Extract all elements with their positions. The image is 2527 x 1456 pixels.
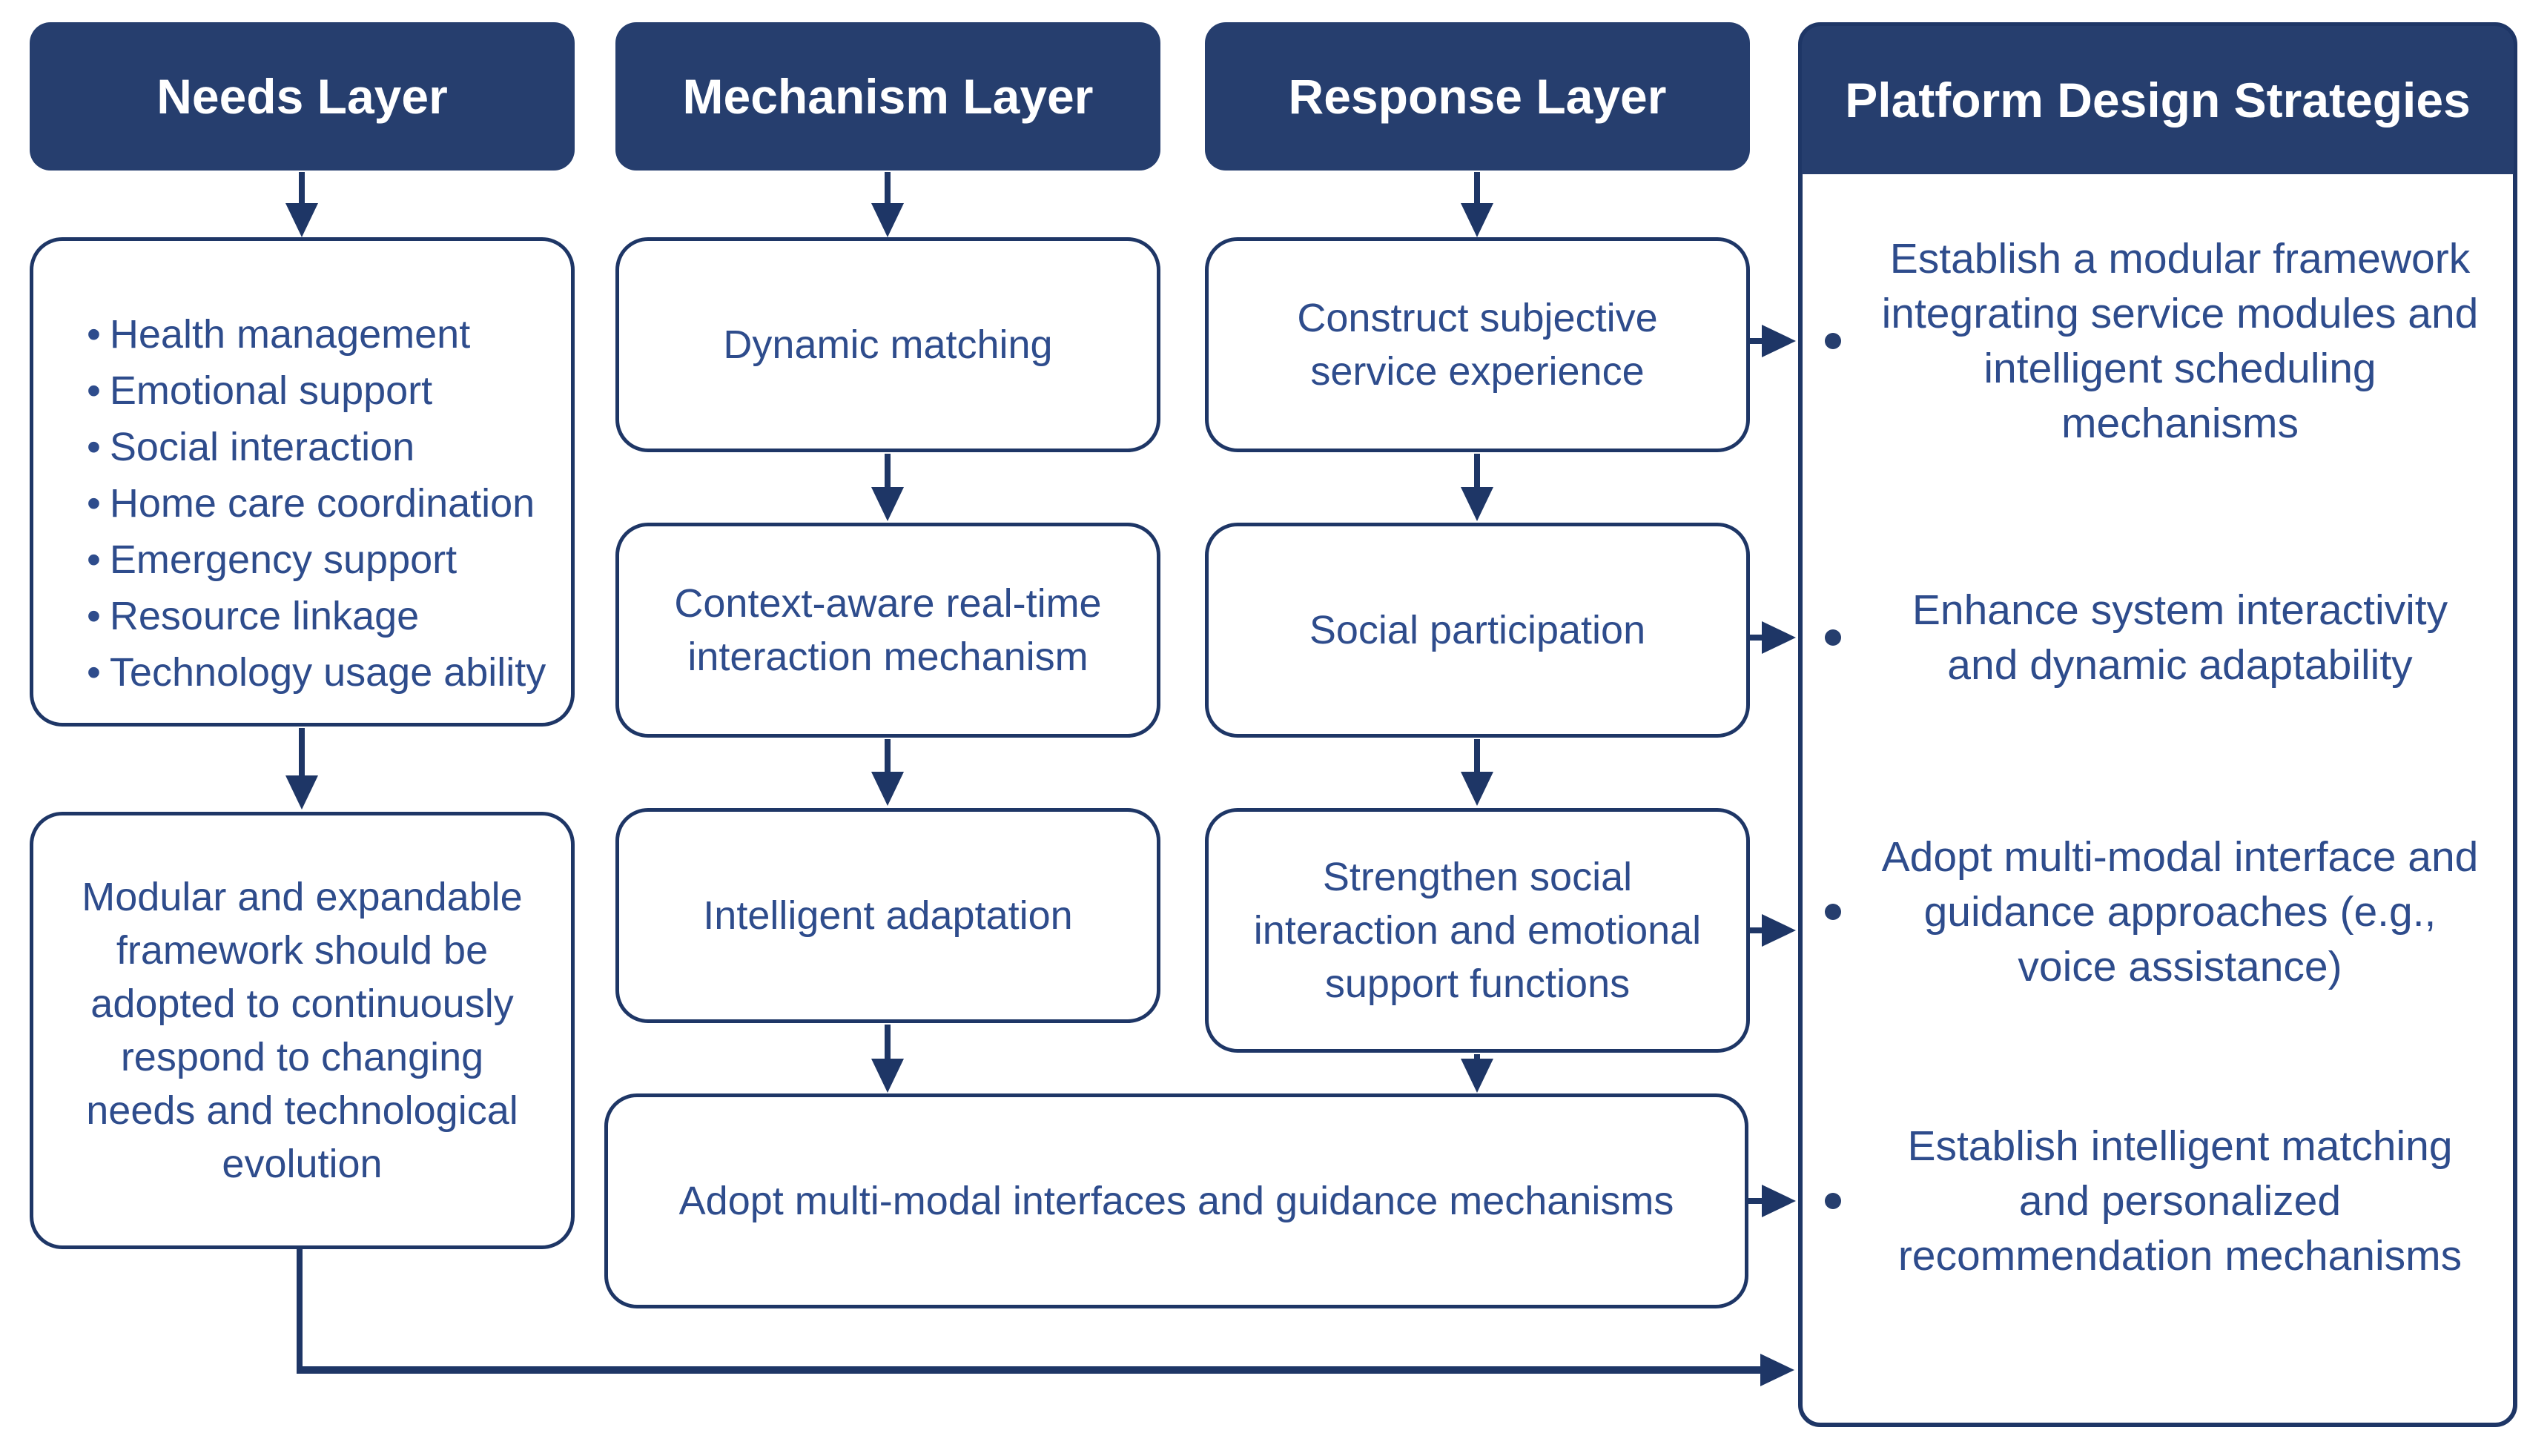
mechanism-box-context-aware: Context-aware real-time interaction mech…	[615, 523, 1160, 738]
right-arrow	[1748, 635, 1766, 641]
strategy-multi-modal-interface: Adopt multi-modal interface and guidance…	[1881, 833, 2479, 990]
needs-item-label: Home care coordination	[109, 481, 535, 526]
down-arrow	[885, 1025, 891, 1060]
list-item: •Social interaction	[87, 419, 549, 475]
bullet-icon: •	[87, 425, 101, 469]
header-needs-layer: Needs Layer	[30, 22, 575, 171]
down-arrow-head-icon	[1461, 772, 1493, 806]
strategy-modular-framework: Establish a modular framework integratin…	[1881, 235, 2479, 447]
down-arrow-head-icon	[285, 203, 318, 237]
down-arrow	[299, 172, 305, 205]
elbow-connector	[297, 1366, 1762, 1374]
down-arrow-head-icon	[871, 1059, 904, 1093]
down-arrow	[885, 739, 891, 773]
down-arrow-head-icon	[1461, 487, 1493, 521]
needs-item-label: Resource linkage	[109, 594, 420, 638]
down-arrow-head-icon	[285, 775, 318, 810]
needs-item-label: Social interaction	[109, 425, 415, 469]
bullet-icon: •	[87, 312, 101, 357]
needs-item-label: Emergency support	[109, 537, 457, 582]
header-response-layer: Response Layer	[1205, 22, 1750, 171]
bullet-icon: •	[87, 368, 101, 413]
down-arrow-head-icon	[1461, 1059, 1493, 1093]
down-arrow	[1474, 454, 1480, 489]
platform-strategies-panel: Platform Design Strategies	[1798, 22, 2517, 1427]
needs-item-label: Health management	[109, 312, 471, 357]
down-arrow-head-icon	[871, 487, 904, 521]
header-platform-strategies: Platform Design Strategies	[1802, 26, 2514, 174]
needs-note-box: Modular and expandable framework should …	[30, 812, 575, 1249]
down-arrow	[1474, 739, 1480, 773]
down-arrow	[885, 454, 891, 489]
right-arrow-head-icon	[1762, 914, 1796, 947]
down-arrow	[1474, 172, 1480, 205]
right-arrow-head-icon	[1762, 621, 1796, 654]
list-item: •Health management	[87, 306, 549, 363]
list-item: •Resource linkage	[87, 588, 549, 644]
strategy-system-interactivity: Enhance system interactivity and dynamic…	[1912, 586, 2448, 689]
down-arrow	[1474, 1054, 1480, 1062]
needs-item-label: Emotional support	[109, 368, 433, 413]
elbow-connector	[297, 1249, 303, 1370]
bullet-icon	[1825, 333, 1841, 349]
response-box-social-participation: Social participation	[1205, 523, 1750, 738]
down-arrow-head-icon	[871, 772, 904, 806]
header-mechanism-layer: Mechanism Layer	[615, 22, 1160, 171]
right-arrow-head-icon	[1762, 325, 1796, 357]
strategy-intelligent-matching: Establish intelligent matching and perso…	[1897, 1122, 2462, 1280]
bullet-icon	[1825, 904, 1841, 920]
needs-item-label: Technology usage ability	[109, 650, 546, 695]
list-item: •Technology usage ability	[87, 644, 549, 701]
mechanism-box-intelligent-adaptation: Intelligent adaptation	[615, 808, 1160, 1023]
bullet-icon	[1825, 629, 1841, 646]
bullet-icon: •	[87, 594, 101, 638]
bullet-icon: •	[87, 481, 101, 526]
list-item: •Emotional support	[87, 363, 549, 419]
bullet-icon: •	[87, 650, 101, 695]
bullet-icon: •	[87, 537, 101, 582]
response-box-subjective-experience: Construct subjective service experience	[1205, 237, 1750, 452]
bullet-icon	[1825, 1193, 1841, 1209]
down-arrow-head-icon	[1461, 203, 1493, 237]
mechanism-box-dynamic-matching: Dynamic matching	[615, 237, 1160, 452]
down-arrow	[885, 172, 891, 205]
down-arrow	[299, 728, 305, 777]
response-box-strengthen-social: Strengthen social interaction and emotio…	[1205, 808, 1750, 1053]
right-arrow-head-icon	[1760, 1354, 1794, 1386]
shared-box-multi-modal: Adopt multi-modal interfaces and guidanc…	[604, 1093, 1748, 1308]
down-arrow-head-icon	[871, 203, 904, 237]
right-arrow	[1748, 1198, 1766, 1204]
needs-list-box: •Health management •Emotional support •S…	[30, 237, 575, 727]
list-item: •Emergency support	[87, 532, 549, 588]
right-arrow-head-icon	[1762, 1185, 1796, 1217]
right-arrow	[1748, 338, 1766, 344]
right-arrow	[1748, 927, 1766, 933]
list-item: •Home care coordination	[87, 475, 549, 532]
